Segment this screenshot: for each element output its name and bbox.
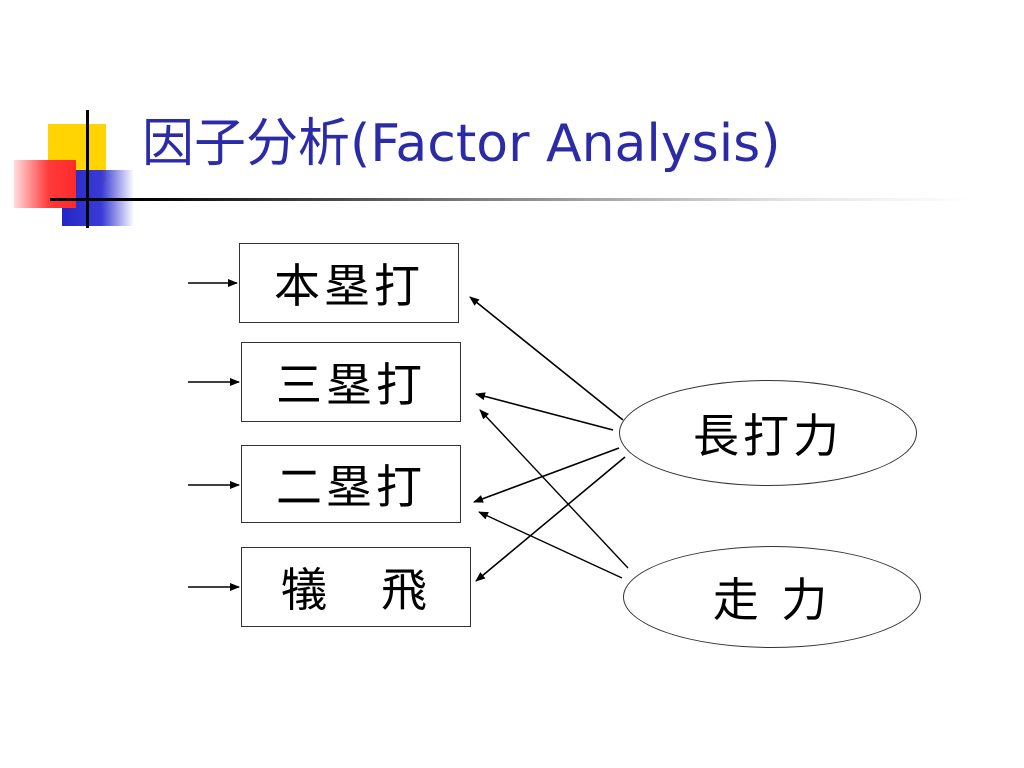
decor-vertical-line: [86, 110, 89, 228]
factor-ellipse-speed: 走 力: [623, 546, 921, 648]
loading-arrow-power-homerun: [469, 296, 624, 421]
variable-box-homerun: 本塁打: [239, 243, 459, 323]
slide-title: 因子分析(Factor Analysis): [142, 114, 781, 174]
variable-box-triple: 三塁打: [241, 342, 461, 422]
loading-arrow-power-triple: [475, 392, 614, 431]
variable-box-sacrifice-fly: 犠 飛: [241, 547, 471, 627]
loading-arrow-power-double: [473, 447, 620, 503]
loading-arrow-speed-triple: [479, 409, 629, 569]
loading-arrow-speed-double: [478, 511, 623, 579]
title-underline: [50, 198, 970, 201]
loading-arrow-power-sacfly: [475, 456, 626, 582]
variable-box-double: 二塁打: [241, 445, 461, 523]
factor-ellipse-power: 長打力: [619, 380, 917, 486]
